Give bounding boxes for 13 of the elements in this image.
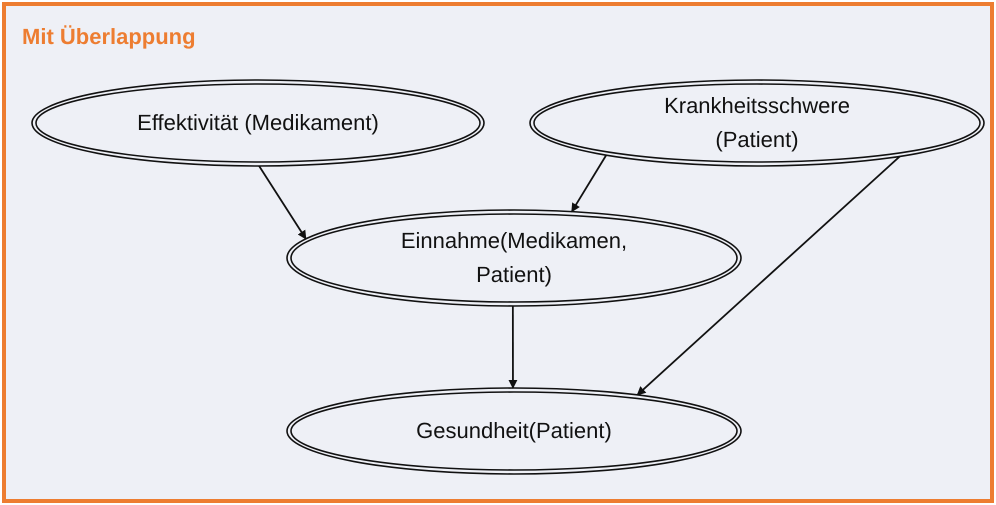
node-label: Krankheitsschwere (Patient) [663, 92, 851, 154]
arrow [571, 154, 607, 212]
ellipse-node [287, 388, 741, 474]
ellipse-node [287, 210, 741, 306]
arrow [258, 166, 307, 240]
ellipse-node [32, 80, 484, 166]
node-label: Einnahme(Medikamen, Patient) [400, 226, 628, 289]
arrow [636, 156, 900, 396]
arrow [508, 306, 518, 389]
panel-heading: Mit Überlappung [22, 24, 196, 50]
ellipse-node [530, 80, 984, 166]
node-label: Gesundheit(Patient) [415, 416, 613, 445]
node-label: Effektivität (Medikament) [136, 108, 380, 137]
